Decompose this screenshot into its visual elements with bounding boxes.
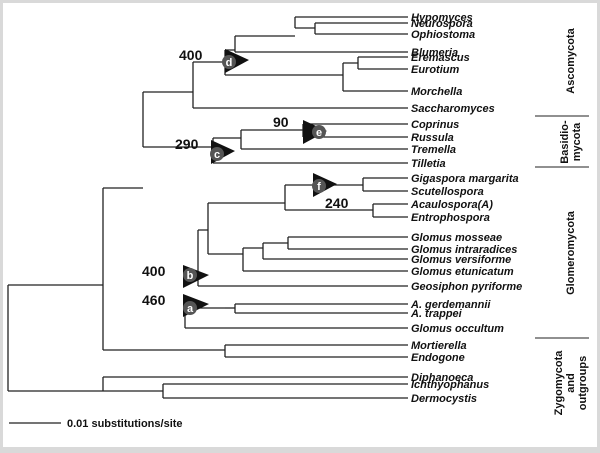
branch-dikarya (142, 91, 213, 148)
node-c-letter: c (214, 149, 220, 161)
node-e-age: 90 (273, 114, 289, 130)
node-marker-b: b 400 (142, 263, 209, 288)
branch-archaeosporaceae (234, 303, 408, 314)
taxon-label: Saccharomyces (411, 103, 495, 115)
group-labels: Ascomycota Basidio- mycota Glomeromycota… (553, 27, 589, 415)
taxon-label: Morchella (411, 86, 462, 98)
group-label-zygomycota-line2: and (565, 373, 577, 393)
node-marker-f: f 240 (312, 173, 349, 211)
taxon-label: Ichthyophanus (411, 379, 489, 391)
taxon-label: Acaulospora(A) (410, 199, 493, 211)
taxon-label: Russula (411, 132, 454, 144)
node-d-letter: d (226, 57, 233, 69)
taxon-label: Entrophospora (411, 212, 490, 224)
node-b-age: 400 (142, 263, 166, 279)
taxon-label: Endogone (411, 352, 465, 364)
taxon-label: Neurospora (411, 18, 473, 30)
node-d-age: 400 (179, 47, 203, 63)
node-b-letter: b (187, 270, 194, 282)
taxon-label: A. gerdemannii (410, 299, 491, 311)
branch-glomus-group (242, 247, 408, 272)
taxon-label: Hypomyces (411, 12, 473, 24)
taxon-label: Diphanoeca (411, 372, 473, 384)
group-label-basidiomycota-line1: Basidio- (559, 120, 571, 164)
phylogeny-figure: d 400 e 90 c 290 f 240 b 400 (3, 3, 597, 447)
taxon-label: Coprinus (411, 119, 459, 131)
scale-bar-label: 0.01 substitutions/site (67, 418, 183, 430)
branch-node-c (212, 137, 408, 164)
node-a-letter: a (187, 303, 194, 315)
taxon-label: Mortierella (411, 340, 467, 352)
group-label-glomeromycota: Glomeromycota (565, 210, 577, 295)
branch-hypomyces-group (294, 16, 408, 29)
branch-agaricomycetes (240, 129, 408, 150)
taxon-label: Geosiphon pyriforme (411, 281, 522, 293)
taxon-label: Glomus occultum (411, 323, 504, 335)
taxon-label: Blumeria (411, 47, 458, 59)
node-marker-d: d 400 (179, 47, 249, 73)
node-marker-a: a 460 (142, 292, 209, 317)
branch-root (7, 284, 103, 392)
branch-glomerales-diversisporales (207, 202, 285, 255)
branch-neurospora-group (314, 22, 408, 35)
node-e-letter: e (316, 127, 322, 139)
node-c-age: 290 (175, 136, 199, 152)
node-marker-c: c 290 (175, 136, 235, 164)
branch-gigaspora-group (362, 177, 408, 192)
group-label-zygomycota-line3: outgroups (577, 356, 589, 410)
phylogenetic-tree: d 400 e 90 c 290 f 240 b 400 (7, 12, 589, 430)
group-label-basidiomycota-line2: mycota (571, 122, 583, 161)
branch-outgroups (102, 376, 408, 399)
branch-fungi (102, 187, 225, 351)
scale-bar: 0.01 substitutions/site (9, 418, 183, 430)
branch-node-a (184, 307, 408, 329)
branch-glomus-mosseae-group (287, 236, 408, 250)
group-label-zygomycota-line1: Zygomycota (553, 350, 565, 416)
branch-ascomycota (192, 61, 408, 109)
taxon-label: Ophiostoma (411, 29, 475, 41)
taxon-label: Eurotium (411, 64, 459, 76)
branch-pezizomycotina (342, 62, 408, 92)
node-f-letter: f (317, 181, 321, 193)
node-a-circle (183, 301, 197, 315)
node-d-circle (222, 55, 236, 69)
taxon-label: Tremella (411, 144, 456, 156)
taxon-label: Eremascus (411, 52, 470, 64)
group-separators (535, 115, 589, 339)
branch-glomus-subgroup (262, 242, 408, 260)
taxon-label: Glomus intraradices (411, 244, 517, 256)
node-marker-e: e 90 (273, 114, 327, 144)
group-label-ascomycota: Ascomycota (565, 27, 577, 93)
node-f-circle (312, 179, 326, 193)
taxon-label: Glomus mosseae (411, 232, 502, 244)
taxon-label: Tilletia (411, 158, 446, 170)
node-f-age: 240 (325, 195, 349, 211)
branch-acaulospora-group (372, 203, 408, 218)
branch-zygomycota (224, 344, 408, 358)
node-e-circle (312, 125, 326, 139)
branch-node-b (197, 229, 408, 287)
taxon-label: Gigaspora margarita (411, 173, 519, 185)
taxon-labels: Hypomyces Neurospora Ophiostoma Blumeria… (410, 12, 522, 405)
branch-eremascus-group (357, 56, 408, 70)
taxon-label: Glomus versiforme (411, 254, 511, 266)
node-c-circle (210, 147, 224, 161)
node-b-circle (183, 268, 197, 282)
taxon-label: Scutellospora (411, 186, 484, 198)
taxon-label: Dermocystis (411, 393, 477, 405)
branch-sordariomycetes (234, 35, 408, 53)
taxon-label: A. trappei (410, 308, 463, 320)
taxon-label: Glomus etunicatum (411, 266, 514, 278)
tree-branches (7, 16, 408, 399)
node-a-age: 460 (142, 292, 166, 308)
node-markers: d 400 e 90 c 290 f 240 b 400 (142, 47, 349, 317)
